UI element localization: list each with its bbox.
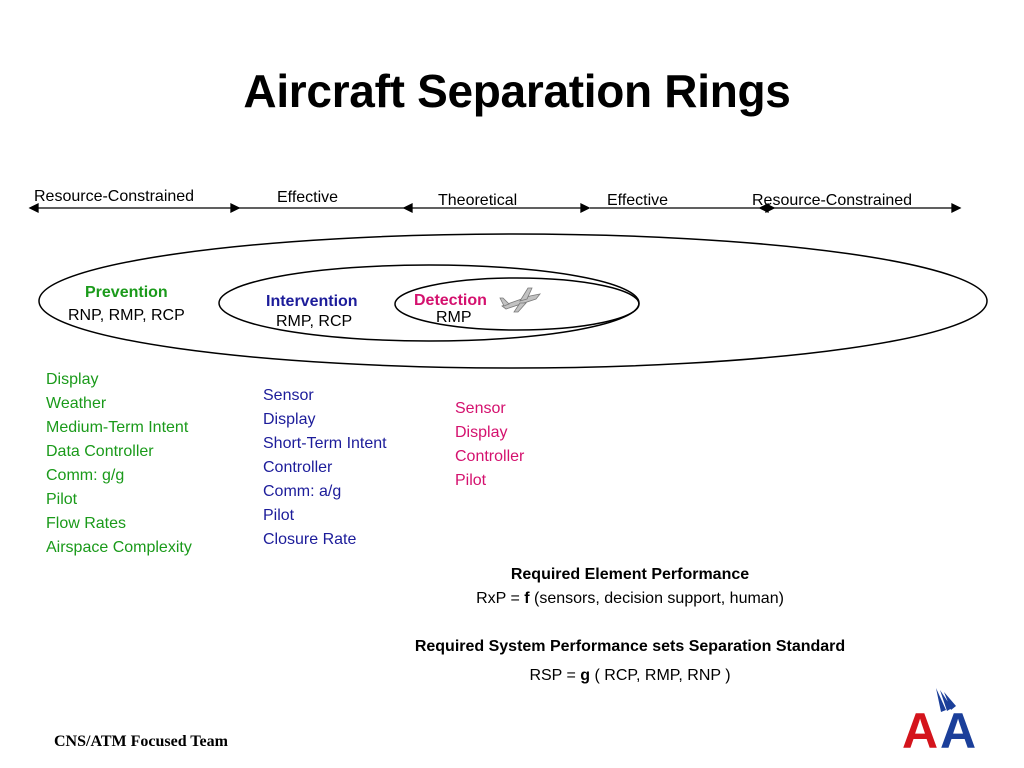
detection-ring-label: Detection xyxy=(414,292,487,309)
detection-element-item: Pilot xyxy=(455,472,487,489)
prevention-ring-label: Prevention xyxy=(85,284,168,301)
scale-label-effective-left: Effective xyxy=(277,189,339,206)
element-performance-heading: Required Element Performance xyxy=(510,566,750,583)
scale-label-resource-constrained-right: Resource-Constrained xyxy=(752,192,913,209)
intervention-element-item: Short-Term Intent xyxy=(263,435,387,452)
intervention-element-item: Pilot xyxy=(263,507,295,524)
prevention-ring-requirements: RNP, RMP, RCP xyxy=(68,307,185,324)
prevention-element-item: Medium-Term Intent xyxy=(46,419,189,436)
intervention-element-item: Controller xyxy=(263,459,333,476)
footer-text: CNS/ATM Focused Team xyxy=(54,733,228,750)
prevention-element-item: Airspace Complexity xyxy=(46,539,192,556)
aircraft-icon xyxy=(499,287,541,313)
prevention-element-item: Display xyxy=(46,371,99,388)
detection-element-item: Controller xyxy=(455,448,525,465)
american-airlines-logo: A A xyxy=(902,688,976,752)
detection-element-item: Display xyxy=(455,424,508,441)
prevention-element-item: Flow Rates xyxy=(46,515,127,532)
detection-ring-requirements: RMP xyxy=(436,309,472,326)
intervention-element-item: Closure Rate xyxy=(263,531,357,548)
prevention-element-item: Data Controller xyxy=(46,443,154,460)
detection-element-item: Sensor xyxy=(455,400,506,417)
intervention-ring-requirements: RMP, RCP xyxy=(276,313,353,330)
prevention-element-item: Comm: g/g xyxy=(46,467,125,484)
scale-label-resource-constrained-left: Resource-Constrained xyxy=(34,188,195,205)
arrowhead xyxy=(758,202,769,214)
prevention-ring xyxy=(38,233,988,369)
arrowhead xyxy=(951,202,962,214)
intervention-element-item: Display xyxy=(263,411,316,428)
detection-ring xyxy=(394,277,640,331)
arrowhead xyxy=(580,202,591,214)
slide-title: Aircraft Separation Rings xyxy=(243,65,791,117)
separation-scale-arrows xyxy=(28,202,962,214)
prevention-element-item: Pilot xyxy=(46,491,78,508)
system-performance-heading: Required System Performance sets Separat… xyxy=(414,638,846,655)
element-performance-formula: RxP = f (sensors, decision support, huma… xyxy=(476,590,784,607)
system-performance-formula: RSP = g ( RCP, RMP, RNP ) xyxy=(529,667,731,684)
svg-text:A: A xyxy=(940,703,976,752)
intervention-element-item: Comm: a/g xyxy=(263,483,342,500)
intervention-element-item: Sensor xyxy=(263,387,314,404)
intervention-ring-label: Intervention xyxy=(266,293,358,310)
svg-text:A: A xyxy=(902,703,938,752)
arrowhead xyxy=(28,202,39,214)
prevention-element-item: Weather xyxy=(46,395,107,412)
scale-label-effective-right: Effective xyxy=(607,192,669,209)
eagle-icon xyxy=(936,688,956,712)
scale-label-theoretical: Theoretical xyxy=(438,192,518,209)
arrowhead xyxy=(230,202,241,214)
